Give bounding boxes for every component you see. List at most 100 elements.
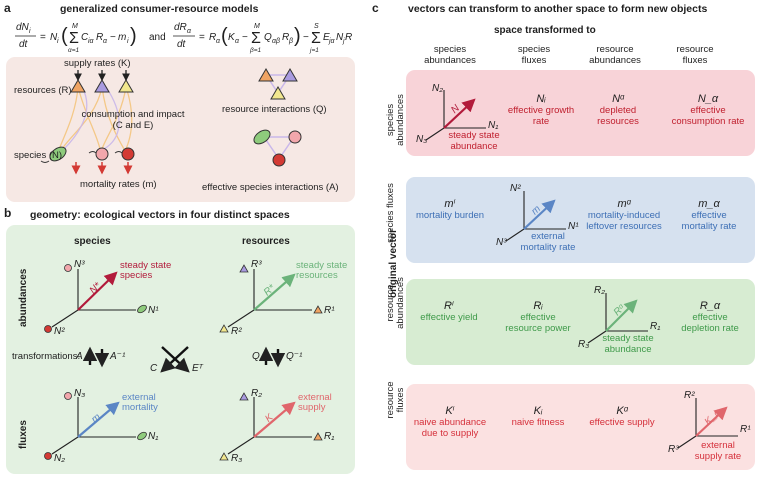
axis-N3: N₃ (74, 388, 86, 399)
col-header-3: resource abundances (589, 44, 641, 66)
svg-text:α: α (235, 38, 240, 45)
consumer-resource-diagram: supply rates (K) resources (R) consumpti… (6, 57, 355, 202)
svg-text:−: − (242, 32, 248, 43)
svg-text:dN: dN (16, 22, 30, 33)
r1-axis-bottom: N₃ (416, 134, 428, 145)
r4-c1-text: naive abundance due to supply (413, 417, 487, 439)
svg-text:−: − (110, 32, 116, 43)
r4-c3-symbol: Kᵅ (616, 405, 628, 417)
panel-b-title: geometry: ecological vectors in four dis… (30, 209, 290, 221)
svg-text:α: α (187, 28, 192, 35)
svg-text:=: = (40, 32, 46, 43)
r1-diagonal-text: steady state abundance (448, 130, 500, 152)
svg-text:β: β (288, 38, 293, 45)
axis-R2-up: R² (231, 326, 242, 337)
resource-interactions-label: resource interactions (Q) (222, 104, 327, 115)
transformations-label: transformations: (12, 351, 81, 362)
axis-R1: R₁ (324, 431, 335, 442)
panel-a-title: generalized consumer-resource models (60, 3, 259, 15)
steady-state-resources-label-2: resources (296, 270, 338, 281)
svg-text:N: N (50, 32, 58, 43)
svg-text:β=1: β=1 (249, 47, 262, 54)
r2-axis-top: N² (510, 183, 521, 194)
species-label: species (N) (14, 150, 63, 161)
transform-A: A (76, 351, 83, 362)
svg-text:M: M (254, 23, 260, 30)
external-mortality-label-2: mortality (122, 402, 158, 413)
r4-diagonal-text: external supply rate (694, 440, 742, 462)
resource-triangle-purple-icon (94, 79, 110, 93)
eq-and: and (149, 32, 166, 43)
svg-text:(: ( (61, 25, 68, 47)
resource-triangle-orange-icon (70, 79, 86, 93)
svg-text:i: i (57, 38, 59, 45)
r1-axis-right: N₁ (488, 120, 499, 131)
r4-axis-bottom: R³ (668, 444, 679, 455)
svg-text:α: α (216, 38, 221, 45)
axis-R1-up: R¹ (324, 305, 335, 316)
r3-axis-top: R₂ (594, 285, 606, 296)
steady-state-species-vector (77, 271, 118, 311)
svg-text:Σ: Σ (69, 30, 79, 47)
svg-text:jα: jα (328, 38, 336, 45)
consumption-label-2: (C and E) (112, 120, 154, 131)
col-header-4: resource fluxes (676, 44, 714, 66)
svg-text:dt: dt (177, 39, 187, 50)
svg-text:): ) (294, 25, 301, 47)
r2-c4-text: effective mortality rate (681, 210, 737, 232)
axis-N1-up: N¹ (148, 305, 159, 316)
steady-state-resources-vector (253, 273, 296, 311)
svg-text:m: m (118, 32, 126, 43)
r1-axis-top: N₂ (432, 83, 444, 94)
species-interactions-diagram (253, 129, 302, 167)
geometry-panel: species resources abundances fluxes N³ N… (6, 225, 355, 474)
panel-c-label: c (372, 1, 379, 15)
transformed-to-label: space transformed to (494, 25, 596, 36)
col-header-1: species abundances (424, 44, 476, 66)
svg-text:S: S (314, 23, 319, 30)
external-mortality-label: external (122, 392, 156, 403)
transform-Q-inv: Q⁻¹ (286, 351, 303, 362)
r3-c4-symbol: R_α (699, 300, 721, 312)
svg-text:dR: dR (174, 22, 187, 33)
r4-axis-right: R¹ (740, 424, 751, 435)
row-abundances: abundances (18, 268, 29, 327)
column-species: species (74, 236, 111, 247)
r1-c2-symbol: Nᵢ (536, 93, 546, 105)
r2-c3-symbol: mᵅ (617, 198, 631, 210)
external-supply-label: external (298, 392, 332, 403)
species-green-icon (49, 146, 67, 162)
transform-E-T: Eᵀ (192, 363, 203, 374)
svg-text:R: R (282, 32, 289, 43)
species-red-icon (121, 147, 135, 161)
r4-c2-symbol: Kᵢ (533, 405, 543, 417)
r2-c3-text: mortality-induced leftover resources (586, 210, 662, 232)
r1-c3-text: depleted resources (597, 105, 639, 127)
r2-diagonal-text: external mortality rate (520, 231, 576, 253)
r2-c4-symbol: m_α (698, 198, 720, 210)
r2-axis-bottom: N³ (496, 237, 507, 248)
steady-state-species-label: steady state (120, 260, 172, 271)
r3-axis-bottom: R₃ (578, 339, 590, 350)
r3-c2-text: effective resource power (505, 312, 571, 334)
svg-text:Σ: Σ (311, 30, 321, 47)
axis-N1: N₁ (148, 431, 159, 442)
svg-text:M: M (72, 23, 78, 30)
svg-text:N: N (336, 32, 344, 43)
axis-N2-up: N² (54, 326, 65, 337)
r4-c3-text: effective supply (589, 417, 655, 428)
resources-label: resources (R) (14, 85, 72, 96)
resource-interactions-diagram (258, 68, 298, 100)
svg-text:α: α (103, 38, 108, 45)
axis-R2: R₂ (251, 388, 263, 399)
svg-text:i: i (29, 28, 31, 35)
external-supply-vector (253, 401, 296, 438)
svg-text:E: E (323, 32, 330, 43)
r3-axis-right: R₁ (650, 321, 661, 332)
svg-text:α=1: α=1 (68, 47, 80, 54)
r4-c2-text: naive fitness (511, 417, 565, 428)
axis-N3-up: N³ (74, 259, 85, 270)
